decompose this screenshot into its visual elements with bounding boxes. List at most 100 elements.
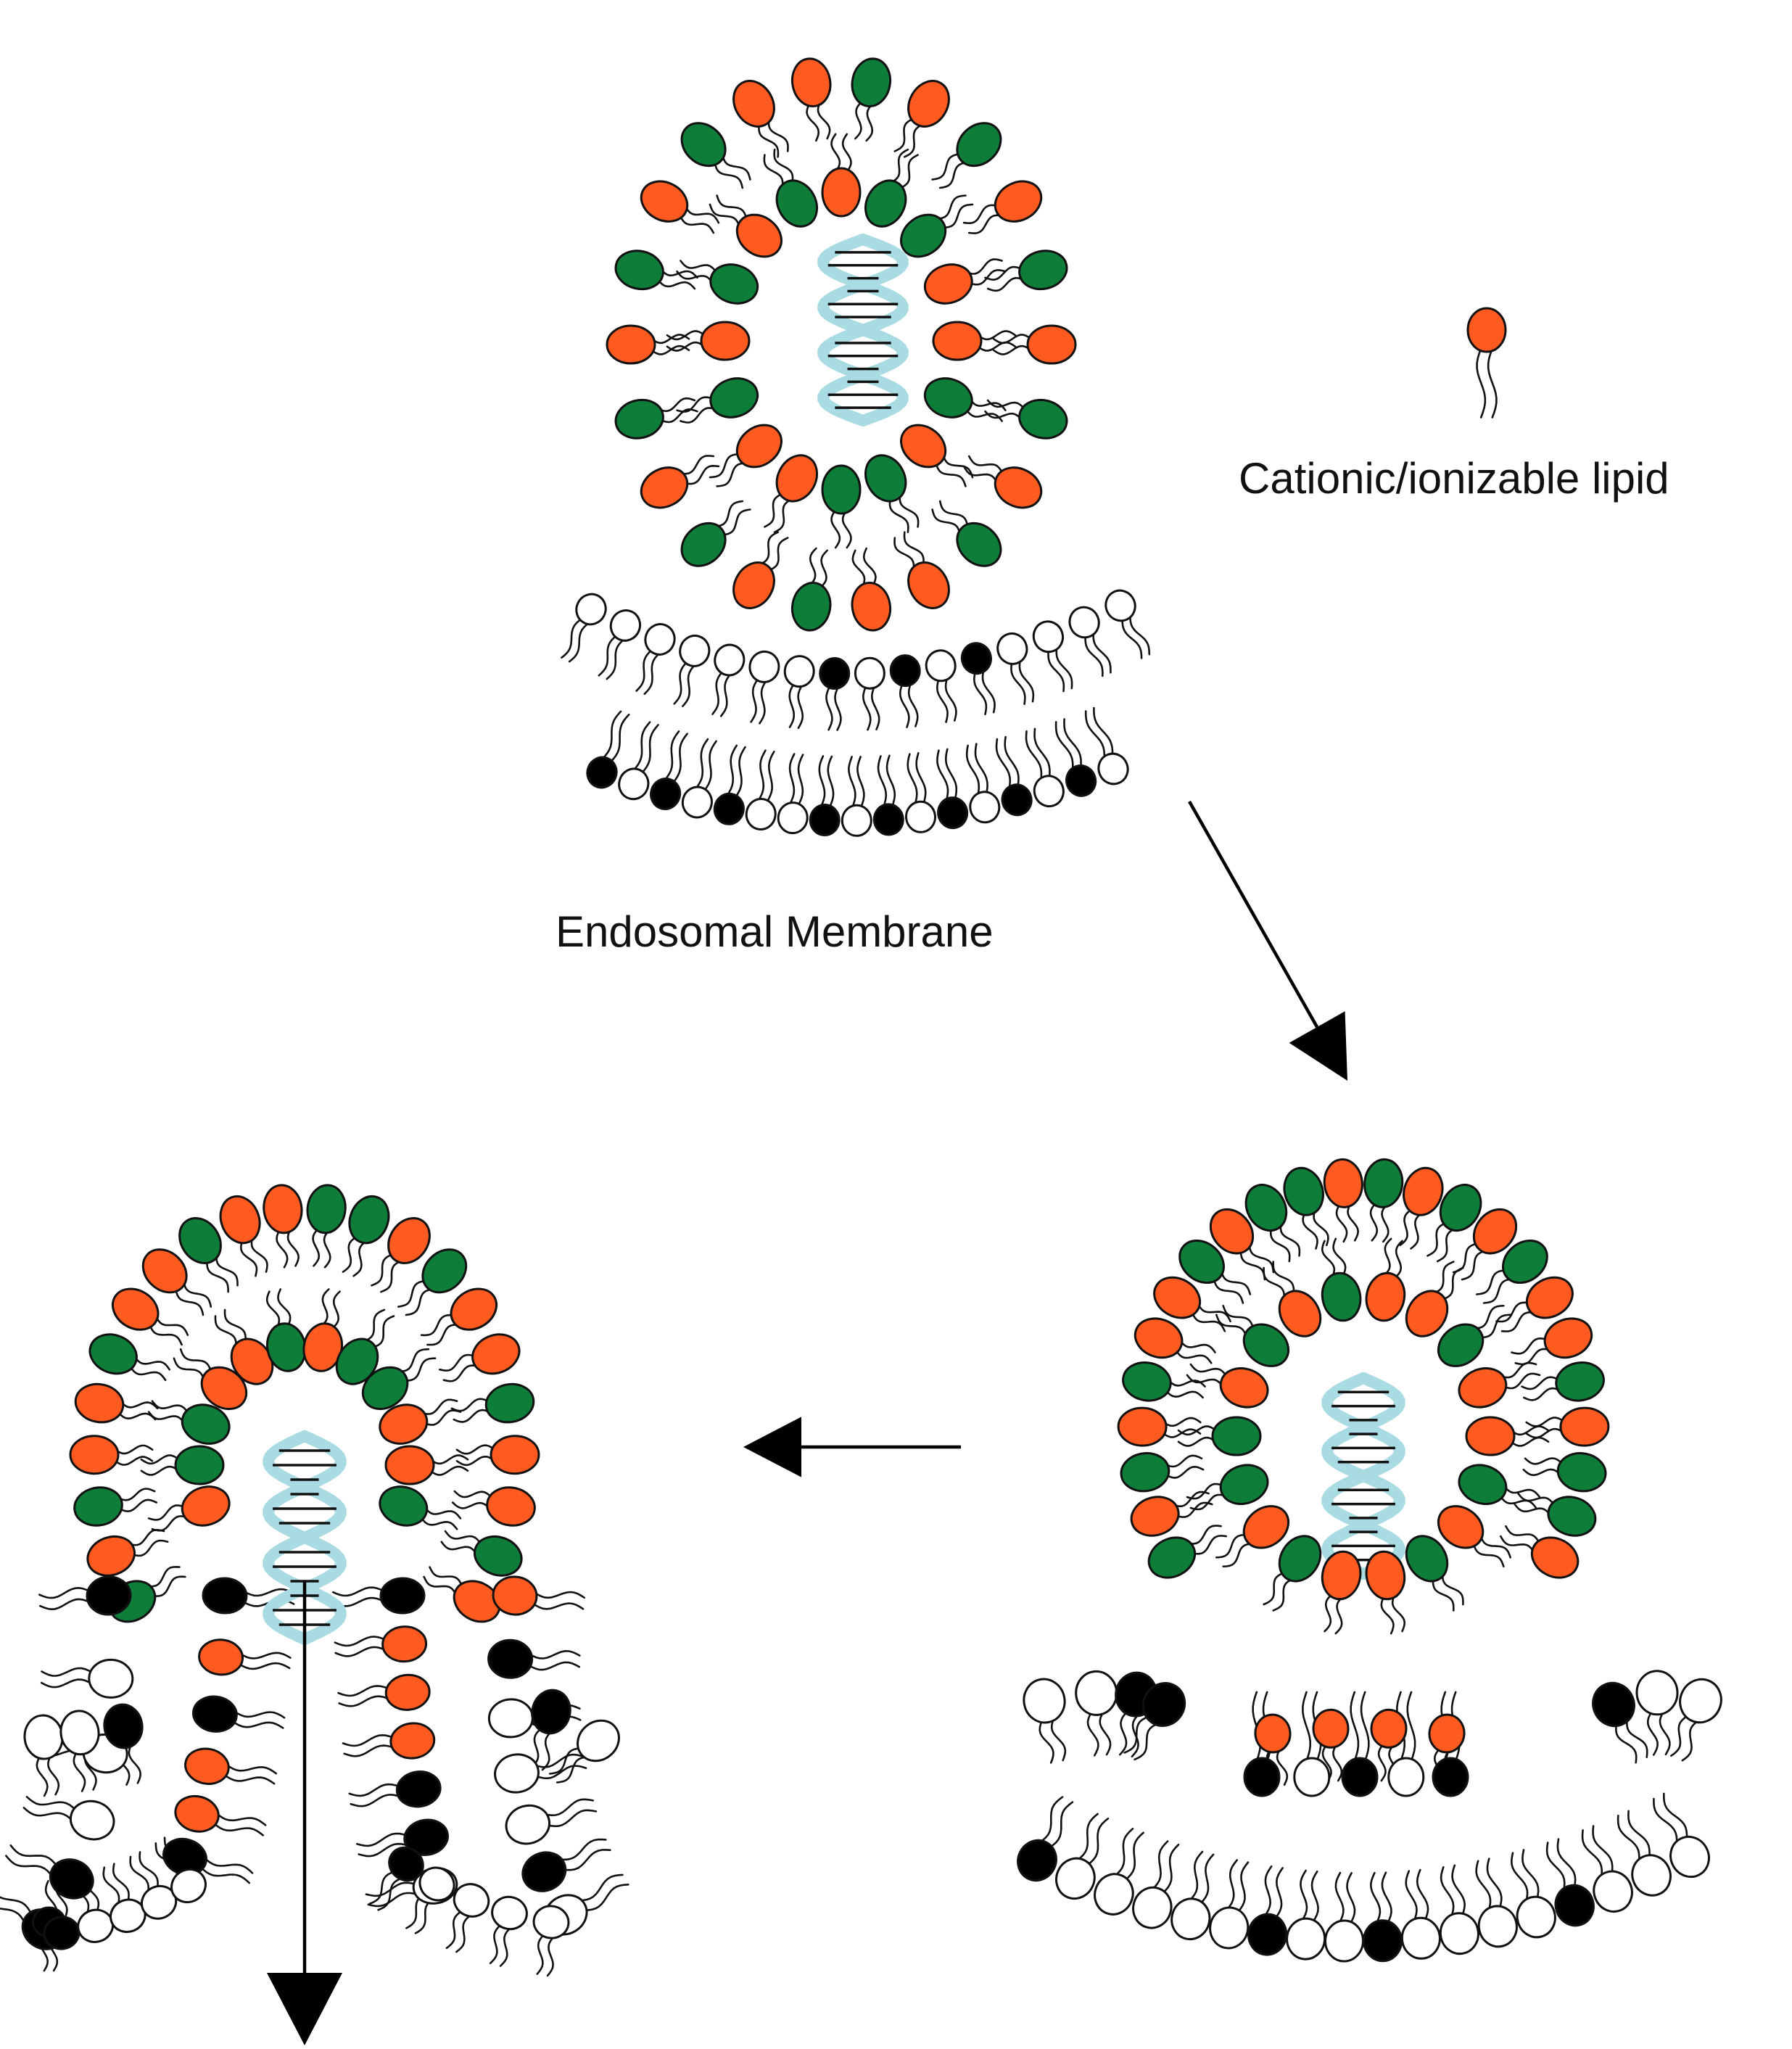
- lipid-head-icon: [86, 1535, 136, 1577]
- lipid-tail-icon: [36, 1755, 49, 1797]
- lipid-head-icon: [851, 57, 892, 107]
- lipid-tail-icon: [598, 635, 618, 677]
- lipid-head-icon: [202, 1577, 248, 1615]
- lipid-head-icon: [575, 593, 607, 626]
- lipid-tail-icon: [915, 752, 927, 805]
- lipid-tail-icon: [1324, 1593, 1333, 1633]
- lipid-head-icon: [1502, 1239, 1548, 1285]
- lipid-tail-icon: [276, 1229, 289, 1269]
- lipid-tail-icon: [1441, 1266, 1464, 1301]
- lipid-tail-icon: [405, 1287, 435, 1316]
- lipid-head-icon: [198, 1638, 244, 1676]
- lipid-tail-icon: [716, 462, 748, 487]
- lipid-tail-icon: [1129, 614, 1151, 656]
- lipid-head-icon: [1458, 1464, 1508, 1505]
- lipid-tail-icon: [759, 679, 768, 725]
- lipid-tail-icon: [1054, 721, 1074, 771]
- lipid-head-icon: [819, 657, 851, 690]
- lipid-tail-icon: [967, 214, 1004, 234]
- lipid-head-icon: [821, 167, 862, 218]
- lipid-head-icon: [505, 1804, 551, 1845]
- lipid-tail-icon: [899, 492, 920, 528]
- lipid-tail-icon: [773, 148, 794, 184]
- lipid-tail-icon: [684, 205, 720, 224]
- lipid-tail-icon: [1189, 1850, 1204, 1902]
- lipid-tail-icon: [372, 1315, 395, 1349]
- lipid-tail-icon: [1523, 1387, 1562, 1401]
- lipid-tail-icon: [1263, 1865, 1273, 1918]
- lipid-tail-icon: [420, 1314, 455, 1337]
- lipid-tail-icon: [673, 661, 688, 705]
- lipid-tail-icon: [1503, 1372, 1541, 1390]
- lipid-tail-icon: [899, 154, 919, 189]
- lipid-tail-icon: [666, 341, 706, 352]
- lipid-head-icon: [1017, 1839, 1057, 1882]
- lipid-tail-icon: [1300, 1869, 1308, 1923]
- lipid-tail-icon: [404, 1357, 437, 1382]
- lipid-tail-icon: [182, 1279, 212, 1308]
- lipid-tail-icon: [877, 755, 888, 808]
- lipid-tail-icon: [885, 754, 896, 807]
- lipid-tail-icon: [41, 1667, 94, 1677]
- lipid-head-icon: [994, 180, 1043, 223]
- lipid-tail-icon: [1615, 1723, 1638, 1764]
- lipid-head-icon: [389, 1722, 436, 1760]
- lipid-head-icon: [1547, 1496, 1597, 1537]
- lipid-tail-icon: [944, 748, 958, 801]
- lipid-head-icon: [1679, 1678, 1722, 1724]
- lipid-tail-icon: [577, 1873, 624, 1902]
- lipid-tail-icon: [583, 1884, 629, 1912]
- lipid-tail-icon: [38, 1586, 91, 1599]
- lipid-head-icon: [263, 1184, 303, 1234]
- lipid-tail-icon: [709, 203, 741, 229]
- lipid-head-icon: [1178, 1239, 1225, 1285]
- lipid-tail-icon: [1479, 1314, 1511, 1339]
- lipid-tail-icon: [420, 1398, 458, 1415]
- lipid-tail-icon: [25, 1796, 77, 1811]
- lipid-tail-icon: [907, 682, 919, 727]
- lipid-head-icon: [1466, 307, 1507, 353]
- lipid-tail-icon: [1499, 1495, 1537, 1509]
- lipid-head-icon: [1247, 1913, 1288, 1956]
- lipid-head-icon: [1432, 1757, 1469, 1797]
- lipid-tail-icon: [46, 1754, 60, 1796]
- lipid-tail-icon: [903, 531, 925, 566]
- lipid-tail-icon: [1509, 1425, 1550, 1436]
- lipid-tail-icon: [1334, 1871, 1345, 1925]
- lipid-head-icon: [775, 454, 818, 503]
- lipid-tail-icon: [536, 1934, 545, 1975]
- lipid-tail-icon: [140, 1465, 181, 1476]
- lipid-tail-icon: [1646, 1710, 1659, 1756]
- lipid-head-icon: [851, 582, 892, 632]
- lipid-head-icon: [1554, 1884, 1595, 1927]
- lipid-tail-icon: [1189, 1363, 1228, 1377]
- lipid-tail-icon: [453, 1490, 493, 1498]
- lipid-tail-icon: [533, 1753, 585, 1768]
- lipid-tail-icon: [1276, 1747, 1289, 1786]
- lipid-tail-icon: [716, 194, 748, 220]
- lipid-tail-icon: [1369, 1871, 1382, 1925]
- lipid-tail-icon: [1189, 1493, 1228, 1511]
- lipid-tail-icon: [1681, 1719, 1701, 1762]
- lipid-tail-icon: [323, 1229, 331, 1269]
- lipid-tail-icon: [1134, 1722, 1160, 1761]
- lipid-tail-icon: [154, 1314, 189, 1336]
- lipid-tail-icon: [440, 1541, 478, 1556]
- lipid-tail-icon: [1165, 1390, 1204, 1399]
- lipid-head-icon: [219, 1195, 261, 1245]
- lipid-head-icon: [907, 80, 950, 128]
- lipid-tail-icon: [1509, 1436, 1550, 1447]
- lipid-tail-icon: [1236, 1861, 1250, 1913]
- lipid-tail-icon: [199, 1866, 250, 1884]
- lipid-head-icon: [732, 80, 775, 128]
- lipid-tail-icon: [332, 1586, 385, 1597]
- lipid-head-icon: [1117, 1406, 1168, 1447]
- lipid-tail-icon: [1653, 1797, 1678, 1845]
- lipid-tail-icon: [1394, 1240, 1403, 1279]
- lipid-tail-icon: [1499, 1361, 1537, 1379]
- lipid-tail-icon: [967, 455, 1004, 474]
- lipid-tail-icon: [562, 1849, 611, 1871]
- lipid-head-icon: [904, 800, 937, 833]
- lipid-head-icon: [181, 1485, 231, 1527]
- lipid-head-icon: [1026, 324, 1077, 365]
